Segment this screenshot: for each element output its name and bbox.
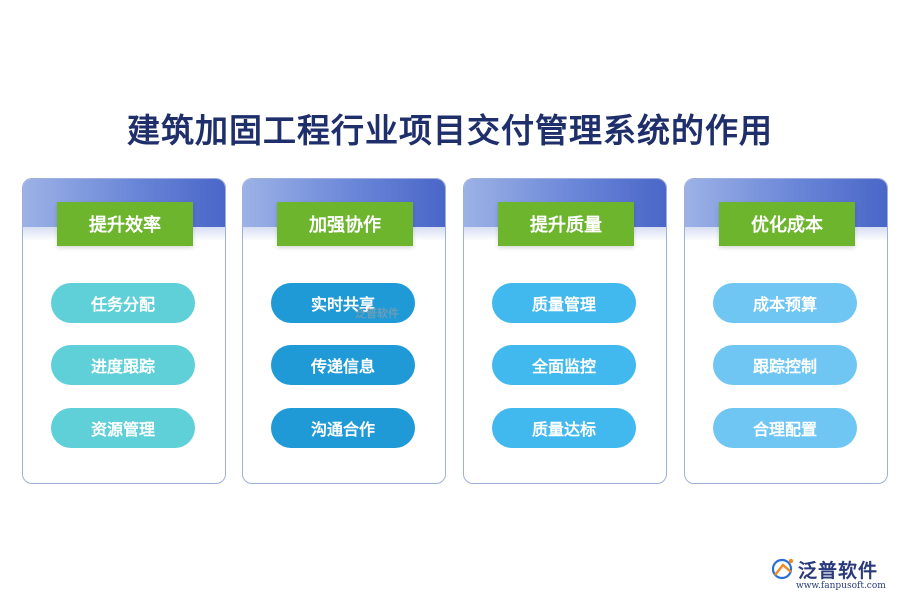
brand-name: 泛普软件 <box>798 560 879 582</box>
card-item: 沟通合作 <box>271 408 415 448</box>
card-item: 实时共享 <box>271 283 415 323</box>
card-item: 任务分配 <box>51 283 195 323</box>
card-cost: 优化成本 成本预算 跟踪控制 合理配置 <box>684 178 888 484</box>
card-item: 资源管理 <box>51 408 195 448</box>
card-item: 全面监控 <box>492 345 636 385</box>
card-item: 跟踪控制 <box>713 345 857 385</box>
brand-url: www.fanpusoft.com <box>796 581 886 591</box>
card-item: 质量达标 <box>492 408 636 448</box>
card-label: 优化成本 <box>719 202 855 246</box>
card-label: 加强协作 <box>277 202 413 246</box>
card-item: 成本预算 <box>713 283 857 323</box>
card-label: 提升质量 <box>498 202 634 246</box>
card-collaboration: 加强协作 实时共享 传递信息 沟通合作 <box>242 178 446 484</box>
page-title: 建筑加固工程行业项目交付管理系统的作用 <box>127 111 773 150</box>
card-item: 质量管理 <box>492 283 636 323</box>
card-item: 合理配置 <box>713 408 857 448</box>
card-item: 进度跟踪 <box>51 345 195 385</box>
card-label: 提升效率 <box>57 202 193 246</box>
brand-logo-icon <box>771 558 794 580</box>
watermark: 泛普软件 <box>355 307 399 320</box>
feature-cards: 提升效率 任务分配 进度跟踪 资源管理 加强协作 实时共享 传递信息 沟通合作 … <box>22 178 888 484</box>
card-efficiency: 提升效率 任务分配 进度跟踪 资源管理 <box>22 178 226 484</box>
card-quality: 提升质量 质量管理 全面监控 质量达标 <box>463 178 667 484</box>
brand-logo-block: 泛普软件 www.fanpusoft.com <box>770 556 892 594</box>
card-item: 传递信息 <box>271 345 415 385</box>
